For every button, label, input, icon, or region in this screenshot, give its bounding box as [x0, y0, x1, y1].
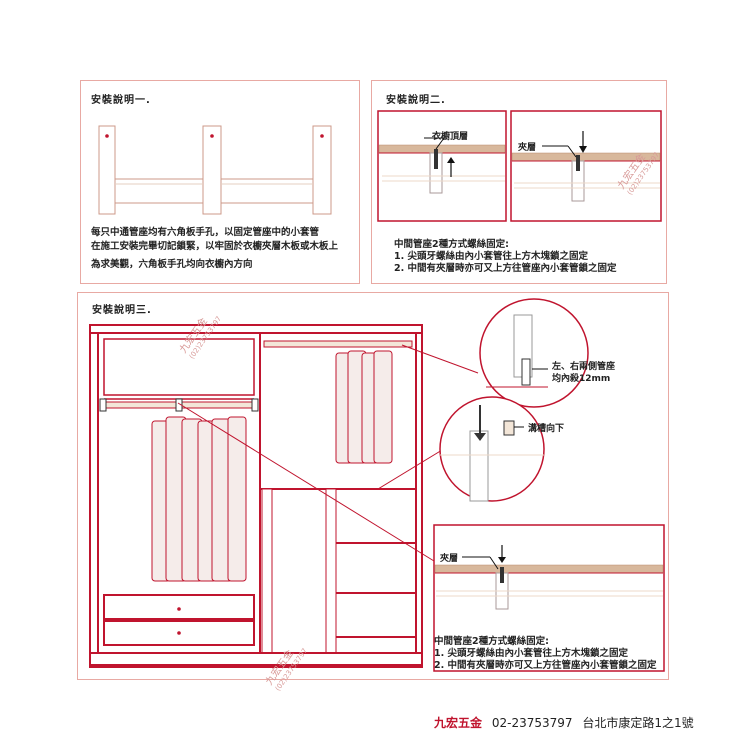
- panel-1-line-3: 為求美觀，六角板手孔均向衣櫥內方向: [91, 259, 253, 270]
- callout-side-line-1: 左、右兩側管座: [552, 362, 616, 372]
- panel-3-diagram: [89, 298, 665, 672]
- label-mezzanine: 夾層: [518, 143, 537, 153]
- panel-3-heading: 中間管座2種方式螺絲固定:: [434, 636, 549, 647]
- panel-2-line-2: 2. 中間有夾層時亦可又上方往管座內小套管鎖之固定: [394, 263, 617, 274]
- panel-2-line-1: 1. 尖頭牙螺絲由內小套管往上方木塊鎖之固定: [394, 251, 589, 262]
- install-panel-3: 安裝說明三.: [77, 292, 669, 692]
- panel-1-title: 安裝說明一.: [91, 95, 151, 106]
- footer: 九宏五金 02-23753797 台北市康定路1之1號: [434, 714, 694, 731]
- footer-phone: 02-23753797: [491, 716, 573, 730]
- panel-1-line-2: 在施工安裝完畢切記鎖緊，以牢固於衣櫥夾層木板或木板上: [91, 241, 339, 252]
- install-panel-2: 安裝說明二. 衣櫥頂層 夾層 中間管座2種方式螺絲固定: 1. 尖頭牙螺絲由內小…: [371, 80, 667, 284]
- footer-brand: 九宏五金: [434, 716, 483, 730]
- panel-3-line-1: 1. 尖頭牙螺絲由內小套管往上方木塊鎖之固定: [434, 648, 629, 659]
- panel-1-line-1: 每只中通管座均有六角板手孔，以固定管座中的小套管: [91, 227, 320, 238]
- callout-groove: 溝槽向下: [528, 424, 565, 434]
- label-wardrobe-top: 衣櫥頂層: [432, 132, 469, 142]
- footer-address: 台北市康定路1之1號: [582, 716, 694, 730]
- panel-2-diagram: [377, 110, 662, 222]
- panel-1-diagram: [98, 125, 332, 215]
- panel-3-line-2: 2. 中間有夾層時亦可又上方往管座內小套管鎖之固定: [434, 660, 657, 671]
- panel-3-title: 安裝說明三.: [92, 305, 152, 316]
- install-panel-1: 安裝說明一. 每只中通管座均有六角板手孔，以固定管座中的小套管 在施工安裝完畢切…: [80, 80, 360, 284]
- panel-2-heading: 中間管座2種方式螺絲固定:: [394, 239, 509, 250]
- panel-2-title: 安裝說明二.: [386, 95, 446, 106]
- label-mezzanine-3: 夾層: [440, 554, 459, 564]
- callout-side-line-2: 均內殺12mm: [552, 374, 611, 384]
